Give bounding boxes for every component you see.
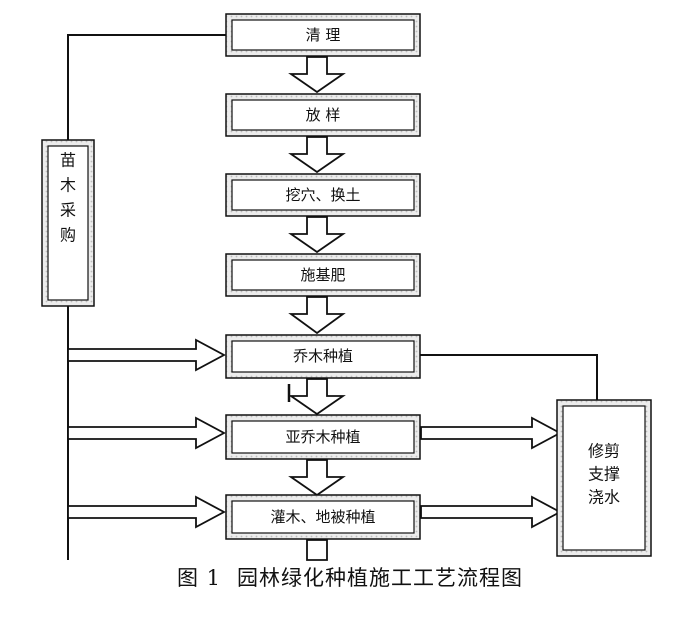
- step-box-tree: 乔木种植: [225, 334, 421, 379]
- side-label-line: 支撑: [588, 465, 620, 484]
- figure-title: 园林绿化种植施工工艺流程图: [237, 566, 524, 590]
- step-label: 亚乔木种植: [285, 428, 360, 446]
- right-arrows: [67, 338, 562, 529]
- figure-number: 图 1: [176, 566, 222, 590]
- side-box-maintenance: 修剪 支撑 浇水: [556, 399, 652, 557]
- step-box-layout: 放 样: [225, 93, 421, 137]
- side-label-char: 木: [60, 176, 76, 195]
- side-label-char: 采: [60, 201, 76, 220]
- arrow-down-5: [288, 378, 346, 416]
- arrow-down-7: [306, 539, 328, 561]
- step-box-shrub: 灌木、地被种植: [225, 494, 421, 540]
- arrow-down-1: [288, 56, 346, 94]
- step-boxes: 清 理 放 样 挖穴、换土 施基肥 乔木种植 亚乔木种植: [225, 13, 421, 540]
- step-box-fertilize: 施基肥: [225, 253, 421, 297]
- step-label: 清 理: [306, 26, 341, 44]
- arrow-down-3: [288, 216, 346, 254]
- step-label: 放 样: [306, 106, 341, 124]
- line-tree-to-prune: [420, 354, 598, 400]
- step-box-subtree: 亚乔木种植: [225, 414, 421, 460]
- arrow-right-subtree-to-prune: [420, 416, 562, 450]
- arrow-right-subtree: [67, 416, 226, 450]
- side-label-char: 苗: [60, 151, 76, 170]
- side-label-line: 修剪: [588, 442, 620, 461]
- arrow-right-tree: [67, 338, 226, 372]
- arrow-right-shrub-to-prune: [420, 495, 562, 529]
- side-label-char: 购: [60, 226, 76, 245]
- side-label-line: 浇水: [588, 488, 620, 507]
- line-procurement-to-clear: [67, 34, 226, 140]
- step-box-dig: 挖穴、换土: [225, 173, 421, 217]
- arrow-down-2: [288, 136, 346, 174]
- side-box-procurement: 苗 木 采 购: [41, 139, 95, 307]
- arrow-down-4: [288, 296, 346, 335]
- step-label: 灌木、地被种植: [270, 508, 375, 526]
- step-label: 挖穴、换土: [285, 186, 360, 204]
- arrow-right-shrub: [67, 495, 226, 529]
- figure-caption: 图 1 园林绿化种植施工工艺流程图: [0, 562, 700, 592]
- arrow-down-6: [288, 459, 346, 497]
- step-label: 乔木种植: [293, 347, 353, 365]
- step-label: 施基肥: [300, 266, 345, 284]
- down-arrows: [287, 56, 346, 561]
- step-box-clear: 清 理: [225, 13, 421, 57]
